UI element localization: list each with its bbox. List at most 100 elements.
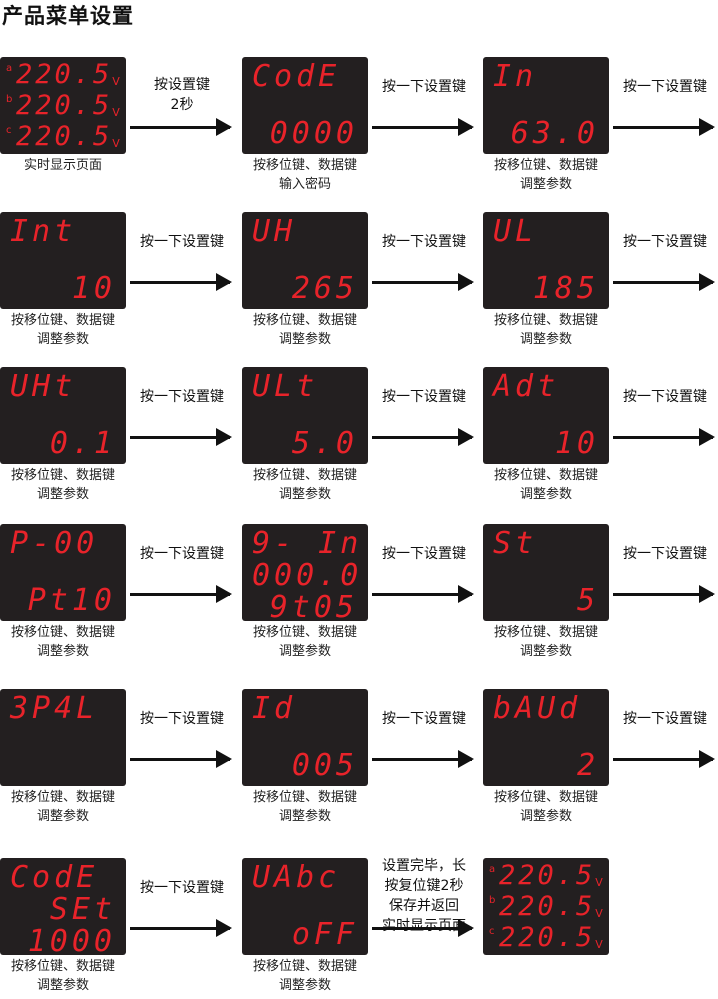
caption-line: 按移位键、数据键 [493, 158, 598, 173]
arrow-icon [130, 750, 232, 768]
unit-label: V [595, 907, 603, 920]
unit-label: V [112, 137, 120, 150]
arrow-icon [130, 919, 232, 937]
caption-line: 按移位键、数据键 [252, 790, 357, 805]
arrow-label: 按一下设置键 [128, 544, 236, 564]
display-line: bAUd [493, 691, 582, 726]
caption-line: 按移位键、数据键 [493, 313, 598, 328]
display-line: 185 [532, 271, 599, 306]
caption-line: 按移位键、数据键 [493, 790, 598, 805]
display-line: Adt [493, 369, 560, 404]
arrow-label-line: 按一下设置键 [623, 711, 707, 727]
page-title: 产品菜单设置 [2, 4, 134, 28]
arrow-label-line: 按一下设置键 [382, 546, 466, 562]
phase-label: c [489, 926, 495, 937]
caption-line: 调整参数 [278, 809, 331, 824]
display-line: 0000 [269, 116, 358, 151]
caption-line: 调整参数 [36, 487, 89, 502]
panel-caption: 按移位键、数据键调整参数 [242, 788, 368, 826]
display-line: St [493, 526, 538, 561]
unit-label: V [595, 938, 603, 951]
arrow-icon [613, 585, 715, 603]
arrow-label-line: 保存并返回 [389, 898, 459, 914]
display-line: oFF [291, 917, 358, 952]
arrow-label-line: 按一下设置键 [140, 880, 224, 896]
display-line: 2 [576, 748, 599, 783]
arrow-label-line: 按一下设置键 [623, 389, 707, 405]
phase-label: c [6, 125, 12, 136]
arrow-label-line: 按一下设置键 [140, 711, 224, 727]
display-line: 005 [291, 748, 358, 783]
display-line: 265 [291, 271, 358, 306]
panel-caption: 按移位键、数据键调整参数 [0, 623, 126, 661]
caption-line: 调整参数 [36, 332, 89, 347]
panel-caption: 按移位键、数据键调整参数 [242, 957, 368, 995]
caption-line: 按移位键、数据键 [10, 790, 115, 805]
caption-line: 调整参数 [278, 978, 331, 993]
arrow-label-line: 按一下设置键 [140, 234, 224, 250]
arrow-label: 按一下设置键 [611, 232, 718, 252]
arrow-label-line: 按一下设置键 [623, 546, 707, 562]
display-line: UAbc [252, 860, 341, 895]
caption-line: 调整参数 [278, 487, 331, 502]
menu-display-panel: Adt 10 [483, 367, 609, 464]
panel-caption: 按移位键、数据键调整参数 [483, 466, 609, 504]
display-line: Int [10, 214, 77, 249]
arrow-label-line: 按一下设置键 [140, 389, 224, 405]
display-line: 10 [554, 426, 599, 461]
panel-caption: 按移位键、数据键调整参数 [242, 311, 368, 349]
unit-label: V [112, 106, 120, 119]
panel-caption: 按移位键、数据键调整参数 [483, 623, 609, 661]
menu-display-panel: bAUd 2 [483, 689, 609, 786]
arrow-icon [613, 750, 715, 768]
arrow-icon [130, 428, 232, 446]
phase-label: a [489, 864, 496, 875]
display-line: 9t05 [269, 590, 358, 625]
display-line: 1000 [27, 924, 116, 959]
arrow-label: 按一下设置键 [370, 232, 478, 252]
arrow-icon [130, 585, 232, 603]
display-line: 0.1 [49, 426, 116, 461]
panel-caption: 按移位键、数据键调整参数 [483, 156, 609, 194]
phase-label: b [6, 94, 13, 105]
panel-caption: 按移位键、数据键调整参数 [483, 788, 609, 826]
panel-caption: 按移位键、数据键调整参数 [0, 311, 126, 349]
display-line: 9- In [252, 526, 363, 561]
caption-line: 按移位键、数据键 [10, 625, 115, 640]
panel-caption: 按移位键、数据键调整参数 [0, 466, 126, 504]
caption-line: 调整参数 [519, 332, 572, 347]
caption-line: 按移位键、数据键 [252, 468, 357, 483]
arrow-label-line: 实时显示页面 [382, 918, 466, 934]
arrow-label-line: 按一下设置键 [382, 234, 466, 250]
arrow-label: 按一下设置键 [611, 77, 718, 97]
panel-caption: 实时显示页面 [0, 156, 126, 175]
phase-label: b [489, 895, 496, 906]
arrow-label-line: 按一下设置键 [382, 389, 466, 405]
arrow-label-line: 按一下设置键 [623, 234, 707, 250]
arrow-label: 按一下设置键 [128, 387, 236, 407]
arrow-icon [613, 118, 715, 136]
display-line: P-00 [10, 526, 99, 561]
arrow-label: 按一下设置键 [611, 544, 718, 564]
caption-line: 调整参数 [519, 177, 572, 192]
arrow-label-line: 按设置键 [154, 77, 210, 93]
caption-line: 调整参数 [519, 644, 572, 659]
panel-caption: 按移位键、数据键调整参数 [0, 957, 126, 995]
arrow-icon [372, 750, 474, 768]
menu-display-panel: UAbc oFF [242, 858, 368, 955]
